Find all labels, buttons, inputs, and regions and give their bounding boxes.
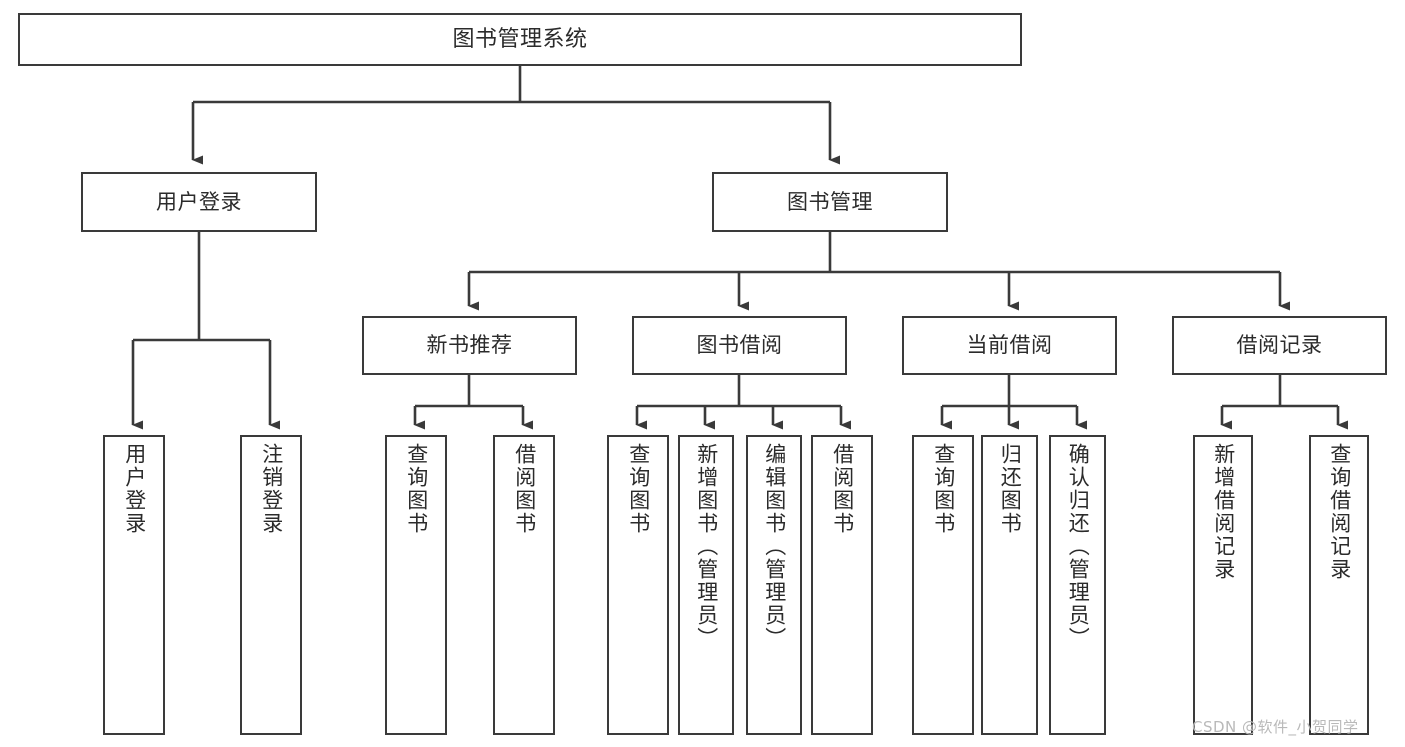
node-current-borrowing-label: 当前借阅 bbox=[966, 333, 1053, 358]
node-user-login[interactable]: 用户登录 bbox=[81, 172, 317, 232]
leaf-query-book-new-book[interactable]: 查询图书 bbox=[385, 435, 447, 735]
node-book-management-label: 图书管理 bbox=[787, 189, 873, 214]
node-new-book-recommendation-label: 新书推荐 bbox=[426, 333, 513, 358]
node-root-system[interactable]: 图书管理系统 bbox=[18, 13, 1022, 66]
node-new-book-recommendation[interactable]: 新书推荐 bbox=[362, 316, 577, 375]
leaf-query-book-current[interactable]: 查询图书 bbox=[912, 435, 974, 735]
leaf-edit-book-admin-label: 编辑图书（管理员） bbox=[762, 443, 787, 650]
leaf-query-book-borrowing[interactable]: 查询图书 bbox=[607, 435, 669, 735]
leaf-logout-login[interactable]: 注销登录 bbox=[240, 435, 302, 735]
node-user-login-label: 用户登录 bbox=[156, 189, 242, 214]
leaf-borrow-book-new-book[interactable]: 借阅图书 bbox=[493, 435, 555, 735]
leaf-query-borrow-record[interactable]: 查询借阅记录 bbox=[1309, 435, 1369, 735]
leaf-query-borrow-record-label: 查询借阅记录 bbox=[1327, 443, 1352, 581]
leaf-query-book-new-book-label: 查询图书 bbox=[404, 443, 429, 535]
node-borrowing-record[interactable]: 借阅记录 bbox=[1172, 316, 1387, 375]
leaf-user-login[interactable]: 用户登录 bbox=[103, 435, 165, 735]
leaf-add-borrow-record[interactable]: 新增借阅记录 bbox=[1193, 435, 1253, 735]
node-book-borrowing-label: 图书借阅 bbox=[696, 333, 783, 358]
leaf-edit-book-admin[interactable]: 编辑图书（管理员） bbox=[746, 435, 802, 735]
leaf-return-book-label: 归还图书 bbox=[998, 443, 1023, 535]
leaf-borrow-book-new-book-label: 借阅图书 bbox=[512, 443, 537, 535]
leaf-query-book-borrowing-label: 查询图书 bbox=[626, 443, 651, 535]
node-current-borrowing[interactable]: 当前借阅 bbox=[902, 316, 1117, 375]
node-book-borrowing[interactable]: 图书借阅 bbox=[632, 316, 847, 375]
node-root-system-label: 图书管理系统 bbox=[452, 26, 588, 52]
leaf-user-login-label: 用户登录 bbox=[122, 443, 147, 535]
node-borrowing-record-label: 借阅记录 bbox=[1236, 333, 1323, 358]
leaf-borrow-book-borrowing-label: 借阅图书 bbox=[830, 443, 855, 535]
leaf-return-book[interactable]: 归还图书 bbox=[981, 435, 1038, 735]
leaf-add-borrow-record-label: 新增借阅记录 bbox=[1211, 443, 1236, 581]
node-book-management[interactable]: 图书管理 bbox=[712, 172, 948, 232]
leaf-logout-login-label: 注销登录 bbox=[259, 443, 284, 535]
leaf-confirm-return-admin-label: 确认归还（管理员） bbox=[1066, 443, 1091, 650]
leaf-add-book-admin[interactable]: 新增图书（管理员） bbox=[678, 435, 734, 735]
leaf-query-book-current-label: 查询图书 bbox=[931, 443, 956, 535]
leaf-add-book-admin-label: 新增图书（管理员） bbox=[694, 443, 719, 650]
leaf-confirm-return-admin[interactable]: 确认归还（管理员） bbox=[1049, 435, 1106, 735]
leaf-borrow-book-borrowing[interactable]: 借阅图书 bbox=[811, 435, 873, 735]
